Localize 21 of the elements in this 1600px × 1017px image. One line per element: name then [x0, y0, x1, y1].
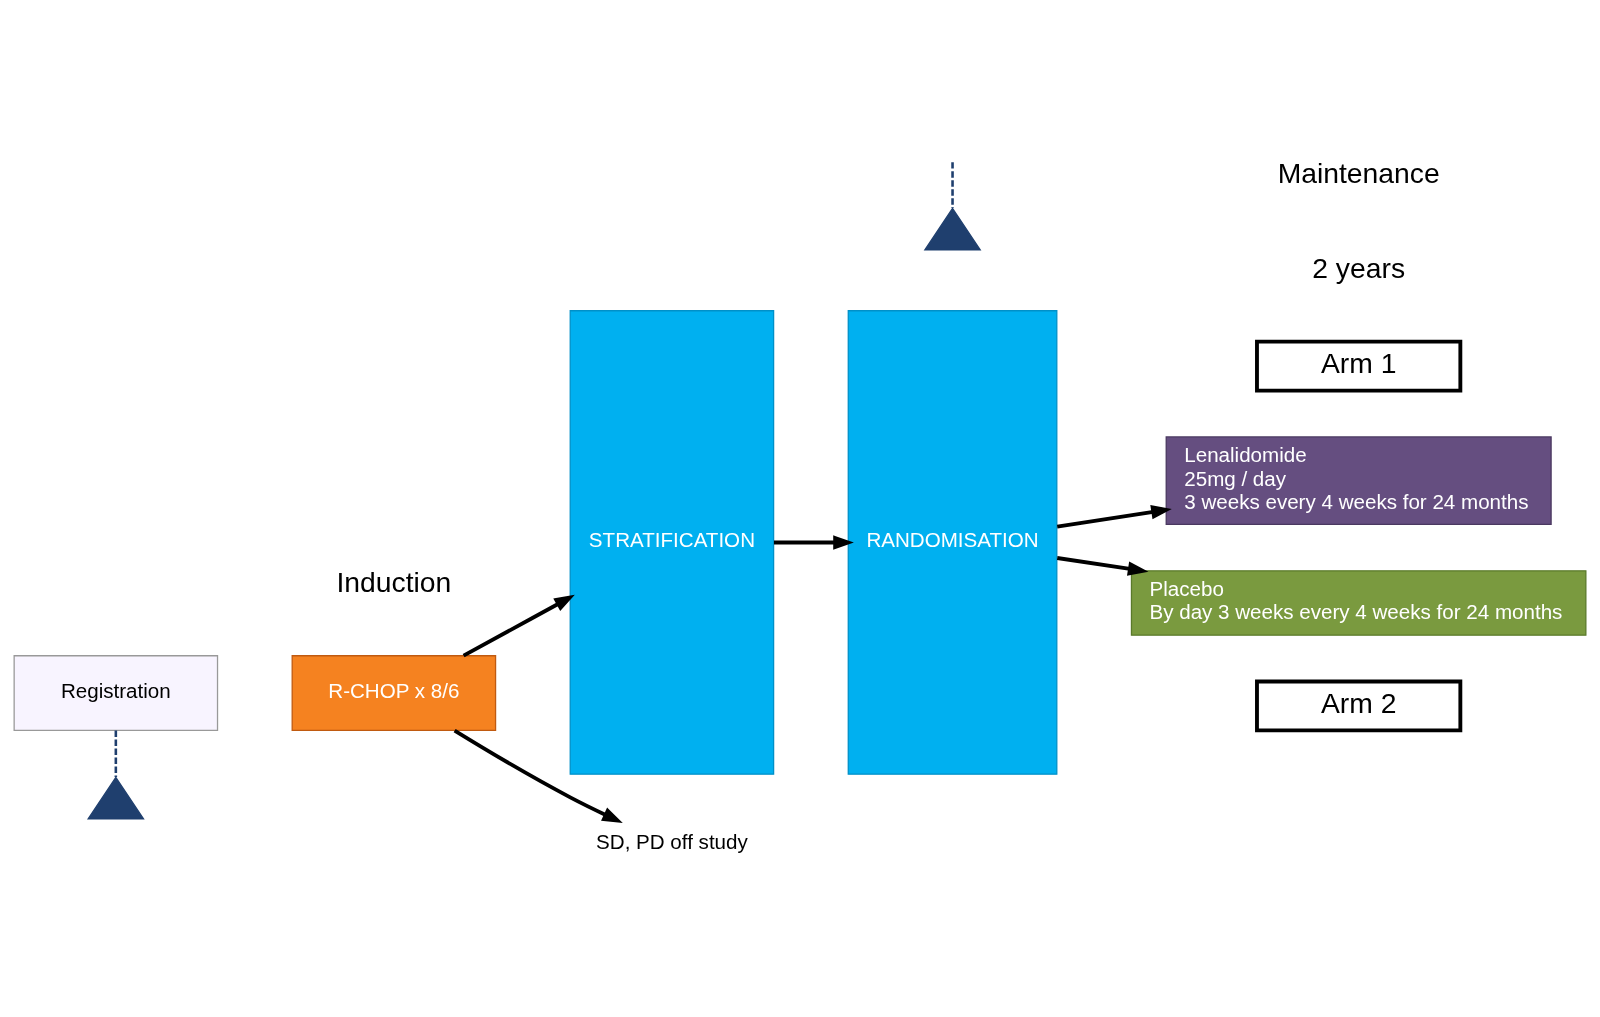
node-box: Registration — [13, 654, 219, 731]
connector — [951, 161, 954, 208]
node-box: STRATIFICATION — [569, 309, 775, 775]
node-box: Lenalidomide 25mg / day 3 weeks every 4 weeks for 24 months — [1165, 435, 1552, 525]
node-box: RANDOMISATION — [847, 309, 1058, 775]
node-triangle — [86, 775, 145, 820]
label: 2 years — [1312, 251, 1406, 284]
node-triangle — [923, 206, 982, 251]
arrow — [774, 534, 854, 550]
arrow — [1056, 504, 1172, 529]
node-box: Arm 1 — [1255, 339, 1463, 392]
label: Maintenance — [1277, 156, 1440, 189]
connector — [114, 730, 118, 777]
node-box: Arm 2 — [1255, 679, 1463, 732]
arrow — [462, 594, 575, 657]
node-box: R-CHOP x 8/6 — [291, 654, 497, 731]
arrow — [1056, 555, 1149, 576]
label: Induction — [336, 565, 452, 598]
node-box: Placebo By day 3 weeks every 4 weeks for 24 months — [1130, 569, 1587, 636]
arrow — [453, 728, 623, 823]
node-text: SD, PD off study — [596, 829, 748, 853]
